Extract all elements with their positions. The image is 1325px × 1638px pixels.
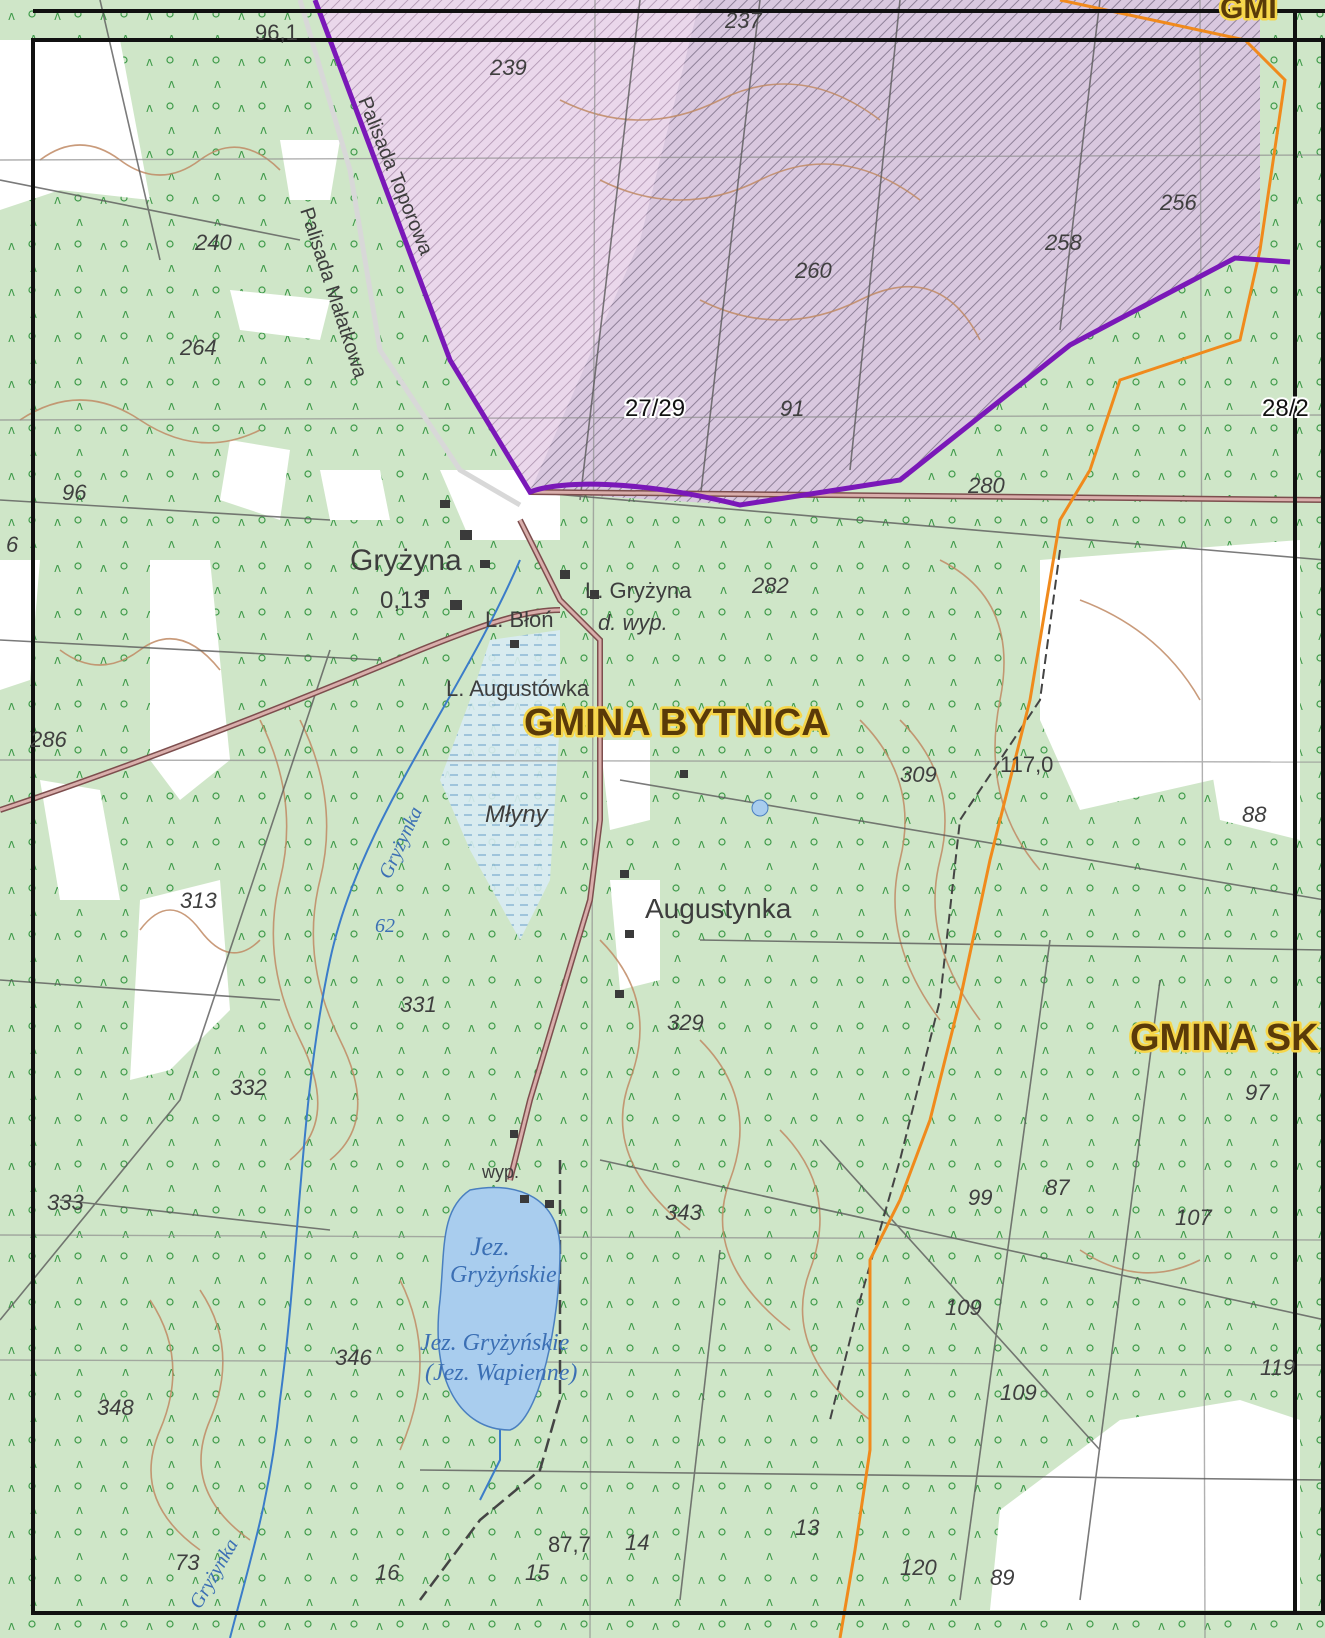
compartment-number: 331 xyxy=(400,992,437,1017)
compartment-number: 120 xyxy=(900,1555,937,1580)
compartment-number: 264 xyxy=(179,335,217,360)
compartment-number: 348 xyxy=(97,1395,134,1420)
compartment-number: 332 xyxy=(230,1075,267,1100)
buildings xyxy=(420,500,688,1208)
compartment-number: 239 xyxy=(489,55,527,80)
place-label: Młyny xyxy=(485,801,550,828)
compartment-number: 240 xyxy=(194,230,232,255)
reserve-boundary-line xyxy=(312,0,1291,508)
gmina-label: GMINA BYTNICA xyxy=(524,702,829,744)
compartment-numbers: 237 239 240 264 96 256 258 260 91 280 28… xyxy=(6,8,1295,1590)
compartment-number: 107 xyxy=(1175,1205,1212,1230)
marsh-area xyxy=(440,630,560,940)
place-label: Gryżyna xyxy=(350,544,462,577)
lake-label: (Jez. Wapienne) xyxy=(425,1360,577,1386)
place-label: wyp. xyxy=(481,1162,519,1182)
gmina-label: GMINA SK xyxy=(1130,1017,1319,1059)
gmina-boundary-line xyxy=(838,0,1287,1638)
compartment-number: 99 xyxy=(968,1185,992,1210)
lake-label: Jez. xyxy=(470,1232,510,1261)
compartment-number: 91 xyxy=(780,396,804,421)
compartment-number: 256 xyxy=(1159,190,1197,215)
compartment-number: 309 xyxy=(900,762,937,787)
compartment-number: 15 xyxy=(525,1560,550,1585)
compartment-number: 6 xyxy=(6,532,19,557)
map-frame xyxy=(31,38,1325,1615)
compartment-number: 333 xyxy=(47,1190,84,1215)
elevation-label: 87,7 xyxy=(548,1532,591,1557)
place-value-label: 0,13 xyxy=(380,587,427,614)
compartment-number: 87 xyxy=(1045,1175,1070,1200)
place-label: d. wyp. xyxy=(598,610,668,635)
lake-label: Gryżyńskie xyxy=(450,1262,557,1288)
compartment-number: 286 xyxy=(29,727,67,752)
lake-label: Jez. Gryżyńskie xyxy=(420,1330,570,1356)
compartment-number: 14 xyxy=(625,1530,649,1555)
compartment-number: 119 xyxy=(1260,1355,1295,1380)
elevation-label: 96,1 xyxy=(255,20,298,45)
elevation-label: 117,0 xyxy=(1000,752,1053,777)
sheet-label: 27/29 xyxy=(625,395,685,422)
gmina-label: GMI xyxy=(1220,0,1277,25)
open-areas xyxy=(0,40,1300,1610)
compartment-number: 282 xyxy=(751,573,789,598)
pond xyxy=(751,799,769,817)
place-label: Augustynka xyxy=(645,893,792,924)
place-label: L. Gryżyna xyxy=(585,578,692,603)
place-label: L. Błoń xyxy=(485,607,554,632)
compartment-number: 73 xyxy=(175,1550,200,1575)
forest-lines xyxy=(0,0,1325,1601)
compartment-number: 109 xyxy=(945,1295,982,1320)
roads xyxy=(0,0,1325,1601)
compartment-number: 329 xyxy=(667,1010,704,1035)
compartment-number: 346 xyxy=(335,1345,372,1370)
compartment-number: 343 xyxy=(665,1200,702,1225)
lake-gryzynskie xyxy=(437,1186,561,1431)
compartment-number: 258 xyxy=(1044,230,1082,255)
compartment-number: 89 xyxy=(990,1565,1014,1590)
elevation-label: 62 xyxy=(375,915,395,937)
compartment-number: 109 xyxy=(1000,1380,1037,1405)
contour-lines xyxy=(19,83,1201,1551)
compartment-number: 237 xyxy=(724,8,762,33)
sheet-label: 28/2 xyxy=(1262,395,1309,422)
compartment-number: 260 xyxy=(794,258,832,283)
compartment-number: 96 xyxy=(62,480,87,505)
compartment-number: 13 xyxy=(795,1515,820,1540)
compartment-number: 97 xyxy=(1245,1080,1270,1105)
compartment-number: 313 xyxy=(180,888,217,913)
compartment-number: 280 xyxy=(967,473,1005,498)
place-label: L. Augustówka xyxy=(446,676,590,701)
compartment-number: 88 xyxy=(1242,802,1267,827)
compartment-number: 16 xyxy=(375,1560,400,1585)
